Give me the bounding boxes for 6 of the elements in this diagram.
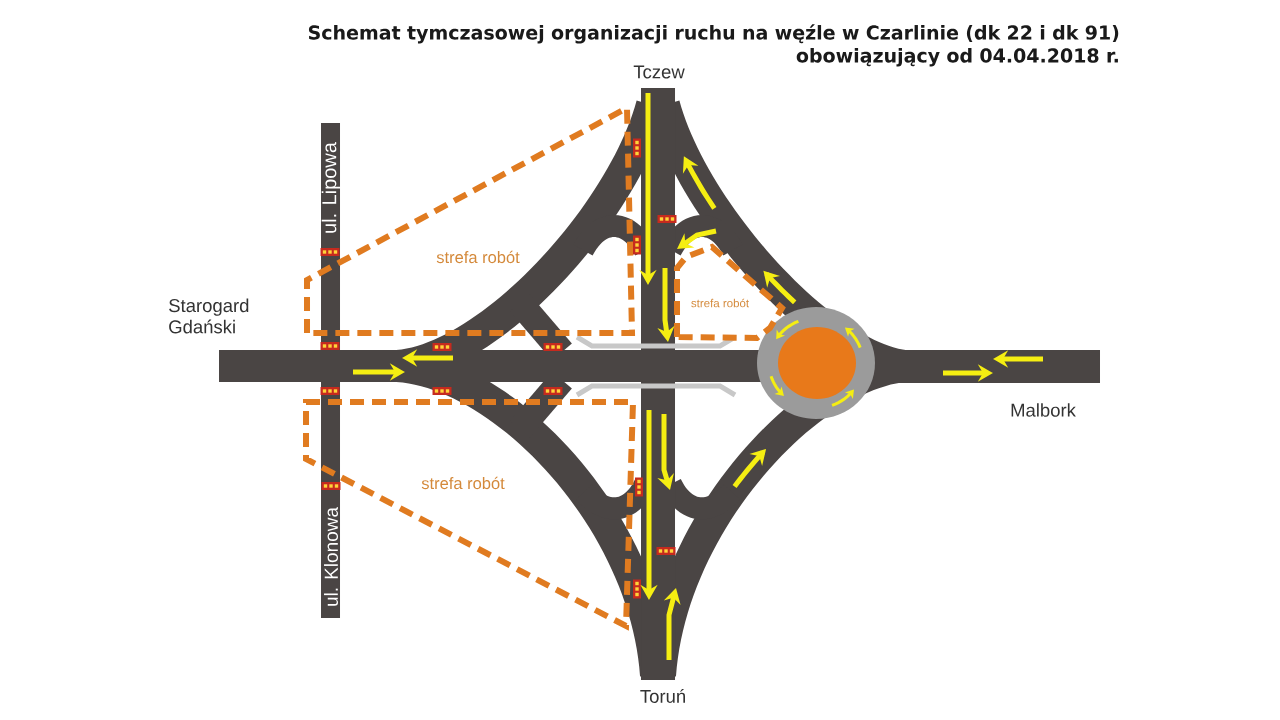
- place-name: Malbork: [1011, 403, 1076, 417]
- street-name: ul. Klonowa: [324, 507, 338, 606]
- street-name: ul. Lipowa: [321, 142, 341, 233]
- place-name: Toruń: [640, 689, 685, 703]
- place-name: Starogard Gdański: [169, 298, 249, 334]
- place-name: Tczew: [633, 65, 685, 79]
